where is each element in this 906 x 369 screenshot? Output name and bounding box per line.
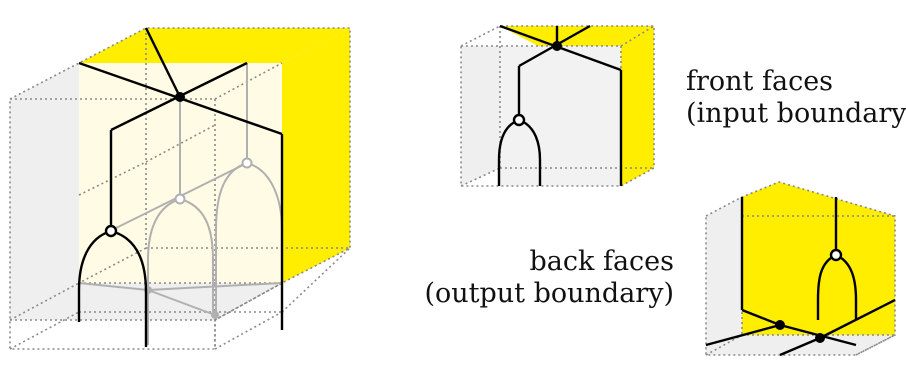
large-cube-right-back-face	[282, 99, 350, 283]
large-cube	[9, 27, 351, 350]
large-cube-edge-outline	[9, 27, 351, 350]
front-faces-label-line1: front faces	[686, 66, 834, 97]
back-faces-label: back faces (output boundary)	[424, 246, 674, 310]
back-faces-cube	[705, 181, 896, 357]
large-cube-top-vertex	[175, 92, 185, 102]
front-faces-label: front faces (input boundary)	[686, 66, 906, 130]
large-cube-split-node	[104, 224, 118, 238]
large-cube-back-left-face	[10, 63, 79, 320]
front-faces-cube	[460, 24, 655, 187]
back-faces-label-line1: back faces	[529, 246, 675, 277]
back-faces-label-line2: (output boundary)	[424, 278, 674, 309]
front-faces-label-line2: (input boundary)	[686, 98, 906, 129]
